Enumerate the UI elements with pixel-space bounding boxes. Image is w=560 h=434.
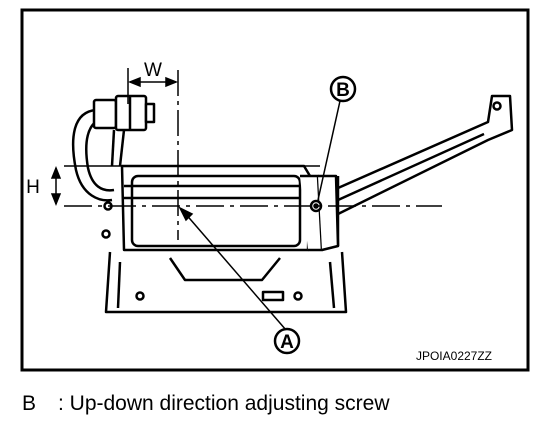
reference-lines	[64, 68, 442, 240]
lamp-housing	[101, 164, 340, 252]
mounting-bracket-arm	[336, 94, 514, 246]
headlamp-aiming-diagram: W H A B JPOIA0227ZZ	[20, 8, 530, 372]
base-plate	[104, 251, 348, 314]
dimension-label-h: H	[26, 177, 40, 198]
callout-a-circle	[273, 327, 301, 355]
figure-code: JPOIA0227ZZ	[416, 349, 492, 363]
diagram-frame	[20, 8, 530, 372]
legend-key: B	[22, 392, 37, 415]
callout-b-leader	[317, 100, 341, 201]
legend-line: B : Up-down direction adjusting screw	[22, 392, 390, 416]
callout-b-circle	[329, 75, 357, 103]
legend-text: : Up-down direction adjusting screw	[58, 392, 390, 415]
h-dimension	[50, 165, 62, 207]
w-dimension	[127, 76, 179, 88]
dimension-label-w: W	[144, 60, 162, 81]
callout-b-label: B	[336, 80, 350, 101]
callout-a-leader	[178, 206, 287, 331]
callout-a-label: A	[280, 332, 294, 353]
connector-wiring	[71, 94, 156, 202]
